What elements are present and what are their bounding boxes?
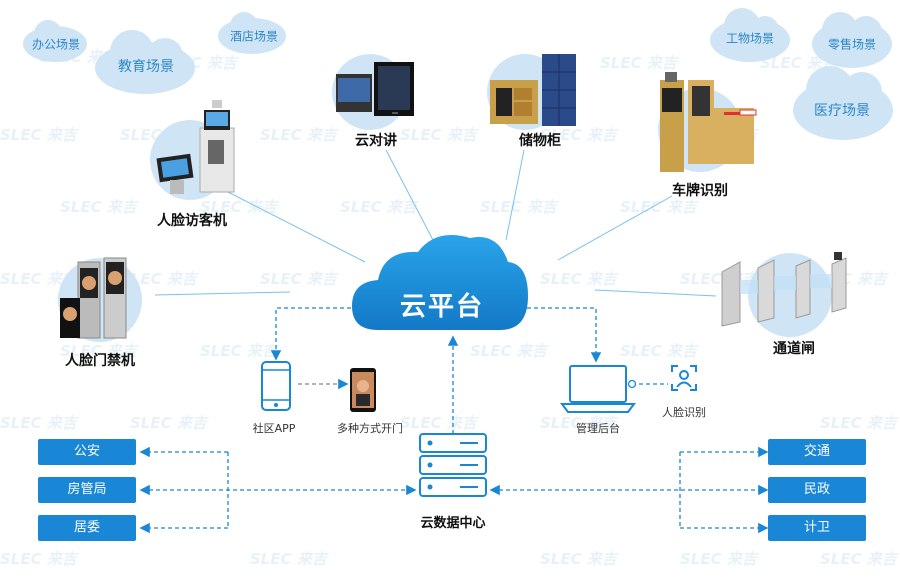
device-label-locker: 储物柜 xyxy=(519,133,561,149)
scene-cloud-industry xyxy=(710,8,790,62)
face-access-icon xyxy=(60,257,127,339)
watermark: SLEC 来吉 xyxy=(340,198,417,216)
watermark: SLEC 来吉 xyxy=(820,414,897,432)
watermark: SLEC 来吉 xyxy=(0,414,77,432)
device-label-access: 人脸门禁机 xyxy=(65,353,135,369)
laptop-icon xyxy=(560,365,636,413)
connector-dot xyxy=(627,379,637,389)
watermark: SLEC 来吉 xyxy=(620,198,697,216)
device-label-intercom: 云对讲 xyxy=(355,133,397,149)
server-icon xyxy=(419,433,487,497)
watermark: SLEC 来吉 xyxy=(540,126,617,144)
watermark: SLEC 来吉 xyxy=(470,342,547,360)
watermark: SLEC 来吉 xyxy=(480,198,557,216)
watermark: SLEC 来吉 xyxy=(400,414,477,432)
dept-housing: 房管局 xyxy=(38,477,136,503)
scene-cloud-hotel xyxy=(218,12,286,54)
dept-public-security: 公安 xyxy=(38,439,136,465)
watermark: SLEC 来吉 xyxy=(540,550,617,568)
scene-label-education: 教育场景 xyxy=(118,59,174,75)
watermark: SLEC 来吉 xyxy=(0,550,77,568)
dept-civil-affairs: 民政 xyxy=(768,477,866,503)
watermark: SLEC 来吉 xyxy=(540,270,617,288)
face-recognition-icon xyxy=(671,365,697,391)
watermark: SLEC 来吉 xyxy=(400,126,477,144)
plate-recognition-icon xyxy=(660,72,757,172)
watermark: SLEC 来吉 xyxy=(200,342,277,360)
scene-label-hotel: 酒店场景 xyxy=(229,29,279,44)
watermark: SLEC 来吉 xyxy=(540,414,617,432)
scene-label-retail: 零售场景 xyxy=(827,37,877,52)
watermark: SLEC 来吉 xyxy=(260,270,337,288)
scene-label-medical: 医疗场景 xyxy=(814,103,870,119)
watermark: SLEC 来吉 xyxy=(120,270,197,288)
datacenter-label: 云数据中心 xyxy=(420,516,486,531)
dept-health: 计卫 xyxy=(768,515,866,541)
device-label-gate: 通道闸 xyxy=(773,341,815,357)
watermark: SLEC 来吉 xyxy=(60,342,137,360)
app-label: 社区APP xyxy=(252,422,296,435)
locker-icon xyxy=(490,54,576,126)
watermark: SLEC 来吉 xyxy=(200,198,277,216)
device-label-visitor: 人脸访客机 xyxy=(157,213,227,229)
smartphone-image xyxy=(350,368,376,412)
watermark: SLEC 来吉 xyxy=(680,550,757,568)
face-recognition-label: 人脸识别 xyxy=(662,406,706,419)
device-label-plate: 车牌识别 xyxy=(672,183,728,199)
dept-residents-committee: 居委 xyxy=(38,515,136,541)
watermark: SLEC 来吉 xyxy=(820,550,897,568)
watermark: SLEC 来吉 xyxy=(260,126,337,144)
scene-cloud-retail xyxy=(812,12,892,68)
scene-cloud-education xyxy=(95,30,195,94)
watermark: SLEC 来吉 xyxy=(250,550,327,568)
watermark: SLEC 来吉 xyxy=(620,342,697,360)
open-methods-label: 多种方式开门 xyxy=(337,422,403,435)
watermark: SLEC 来吉 xyxy=(60,198,137,216)
watermark: SLEC 来吉 xyxy=(0,270,77,288)
watermark: SLEC 来吉 xyxy=(130,414,207,432)
scene-label-industry: 工物场景 xyxy=(725,31,775,46)
connector-lines xyxy=(154,149,717,297)
watermark: SLEC 来吉 xyxy=(600,54,677,72)
scene-label-office: 办公场景 xyxy=(31,37,81,52)
gate-icon xyxy=(721,252,847,327)
dashed-arrows xyxy=(139,307,769,534)
scene-cloud-medical xyxy=(793,66,893,140)
cloud-platform-label: 云平台 xyxy=(400,292,485,322)
visitor-machine-icon xyxy=(156,100,235,194)
admin-label: 管理后台 xyxy=(576,422,620,435)
intercom-icon xyxy=(336,62,414,116)
watermark: SLEC 来吉 xyxy=(760,54,837,72)
phone-icon xyxy=(261,361,291,411)
cloud-platform xyxy=(352,235,528,330)
watermark: SLEC 来吉 xyxy=(0,126,77,144)
scene-cloud-office xyxy=(23,20,87,62)
dept-traffic: 交通 xyxy=(768,439,866,465)
